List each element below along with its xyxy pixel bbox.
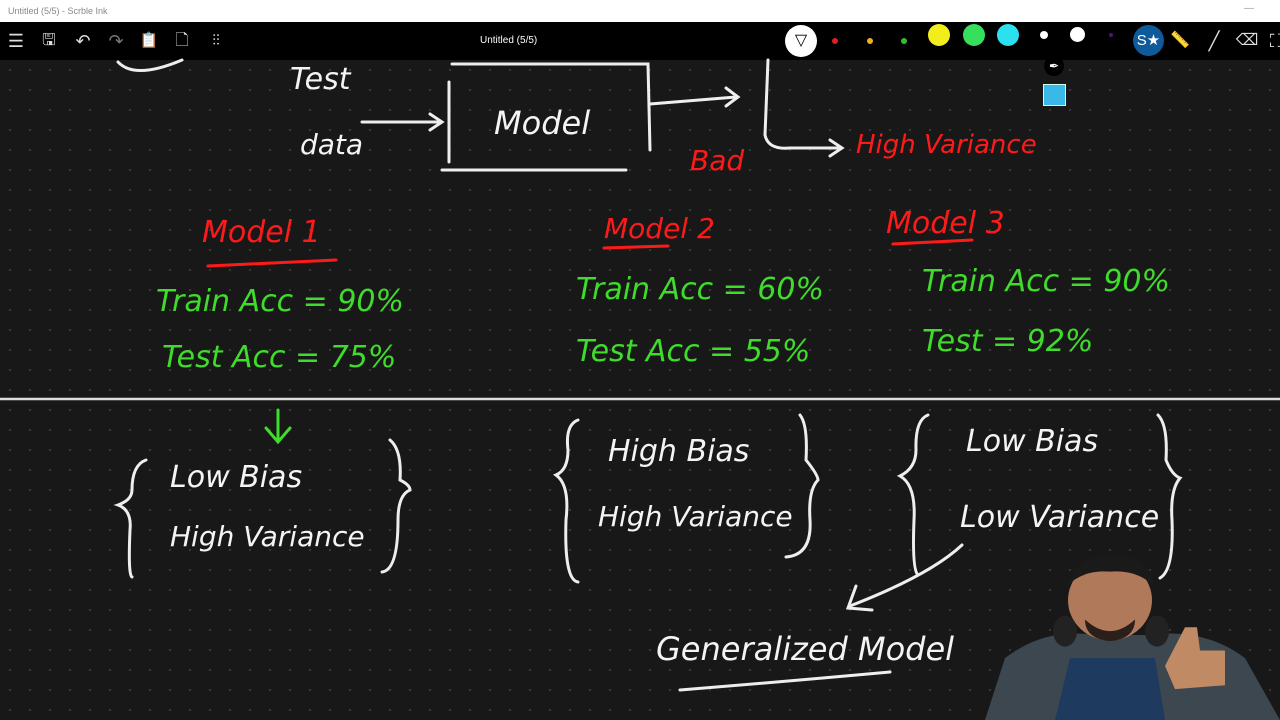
pen-nib-icon: ✒ bbox=[1044, 56, 1064, 76]
pen-color-red[interactable] bbox=[832, 38, 838, 44]
model-1-test-acc: Test Acc = 75% bbox=[162, 340, 397, 375]
toolbar: ☰ 🖫 ↶ ↷ 📋 🗋 ⫶⫶ Untitled (5/5) ▽ S★ 📏 ╱ ⌫… bbox=[0, 22, 1280, 60]
minimize-button[interactable]: — bbox=[1244, 3, 1254, 14]
document-title: Untitled (5/5) bbox=[480, 35, 538, 46]
save-icon[interactable]: 🖫 bbox=[42, 32, 56, 49]
eraser-icon[interactable]: ⌫ bbox=[1235, 32, 1259, 49]
select-icon[interactable]: ⛶ bbox=[1269, 31, 1280, 51]
pen-color-cyan[interactable] bbox=[997, 24, 1019, 46]
smile-sticker-icon bbox=[1043, 84, 1066, 106]
high-variance-label: High Variance bbox=[856, 130, 1037, 160]
paste-icon[interactable]: 📋 bbox=[139, 32, 159, 49]
pen-color-white-large[interactable] bbox=[1070, 27, 1085, 42]
pen-color-purple[interactable] bbox=[1109, 33, 1113, 37]
new-page-icon[interactable]: 🗋 bbox=[175, 32, 189, 49]
model-box-label: Model bbox=[494, 104, 591, 142]
pen-color-white-small[interactable] bbox=[1040, 31, 1048, 39]
pen-color-green[interactable] bbox=[901, 38, 907, 44]
settings-sliders-icon[interactable]: ⫶⫶ bbox=[212, 32, 220, 49]
model-3-train-acc: Train Acc = 90% bbox=[922, 264, 1170, 299]
model-1-train-acc: Train Acc = 90% bbox=[156, 284, 404, 319]
model-3-title: Model 3 bbox=[886, 206, 1005, 241]
line-tool-icon[interactable]: ╱ bbox=[1208, 31, 1220, 51]
model-3-test-acc: Test = 92% bbox=[922, 324, 1094, 359]
generalized-model-label: Generalized Model bbox=[656, 630, 955, 668]
pen-color-yellow[interactable] bbox=[928, 24, 950, 46]
model-2-train-acc: Train Acc = 60% bbox=[576, 272, 824, 307]
smart-ink-icon[interactable]: S★ bbox=[1133, 25, 1164, 56]
redo-icon[interactable]: ↷ bbox=[108, 31, 124, 51]
model-2-test-acc: Test Acc = 55% bbox=[576, 334, 811, 369]
undo-icon[interactable]: ↶ bbox=[75, 31, 91, 51]
highlighter-icon[interactable]: ▽ bbox=[785, 25, 817, 57]
test-label: Test bbox=[290, 62, 351, 97]
model-1-title: Model 1 bbox=[202, 215, 321, 250]
menu-icon[interactable]: ☰ bbox=[7, 31, 25, 51]
model-1-variance: High Variance bbox=[170, 520, 365, 553]
model-3-variance: Low Variance bbox=[960, 500, 1160, 535]
model-2-variance: High Variance bbox=[598, 500, 793, 533]
model-2-bias: High Bias bbox=[608, 434, 750, 469]
webcam-presenter-overlay bbox=[985, 550, 1280, 720]
model-3-bias: Low Bias bbox=[966, 424, 1099, 459]
window-title: Untitled (5/5) - Scrble Ink bbox=[8, 6, 108, 16]
ink-canvas[interactable]: ✒ bbox=[0, 56, 1280, 720]
model-1-bias: Low Bias bbox=[170, 460, 303, 495]
data-label: data bbox=[300, 128, 364, 161]
pen-color-light-green[interactable] bbox=[963, 24, 985, 46]
bad-label: Bad bbox=[690, 144, 745, 177]
model-2-title: Model 2 bbox=[604, 212, 715, 245]
ruler-icon[interactable]: 📏 bbox=[1170, 32, 1190, 49]
pen-color-orange[interactable] bbox=[867, 38, 873, 44]
window-titlebar: Untitled (5/5) - Scrble Ink — bbox=[0, 0, 1280, 22]
